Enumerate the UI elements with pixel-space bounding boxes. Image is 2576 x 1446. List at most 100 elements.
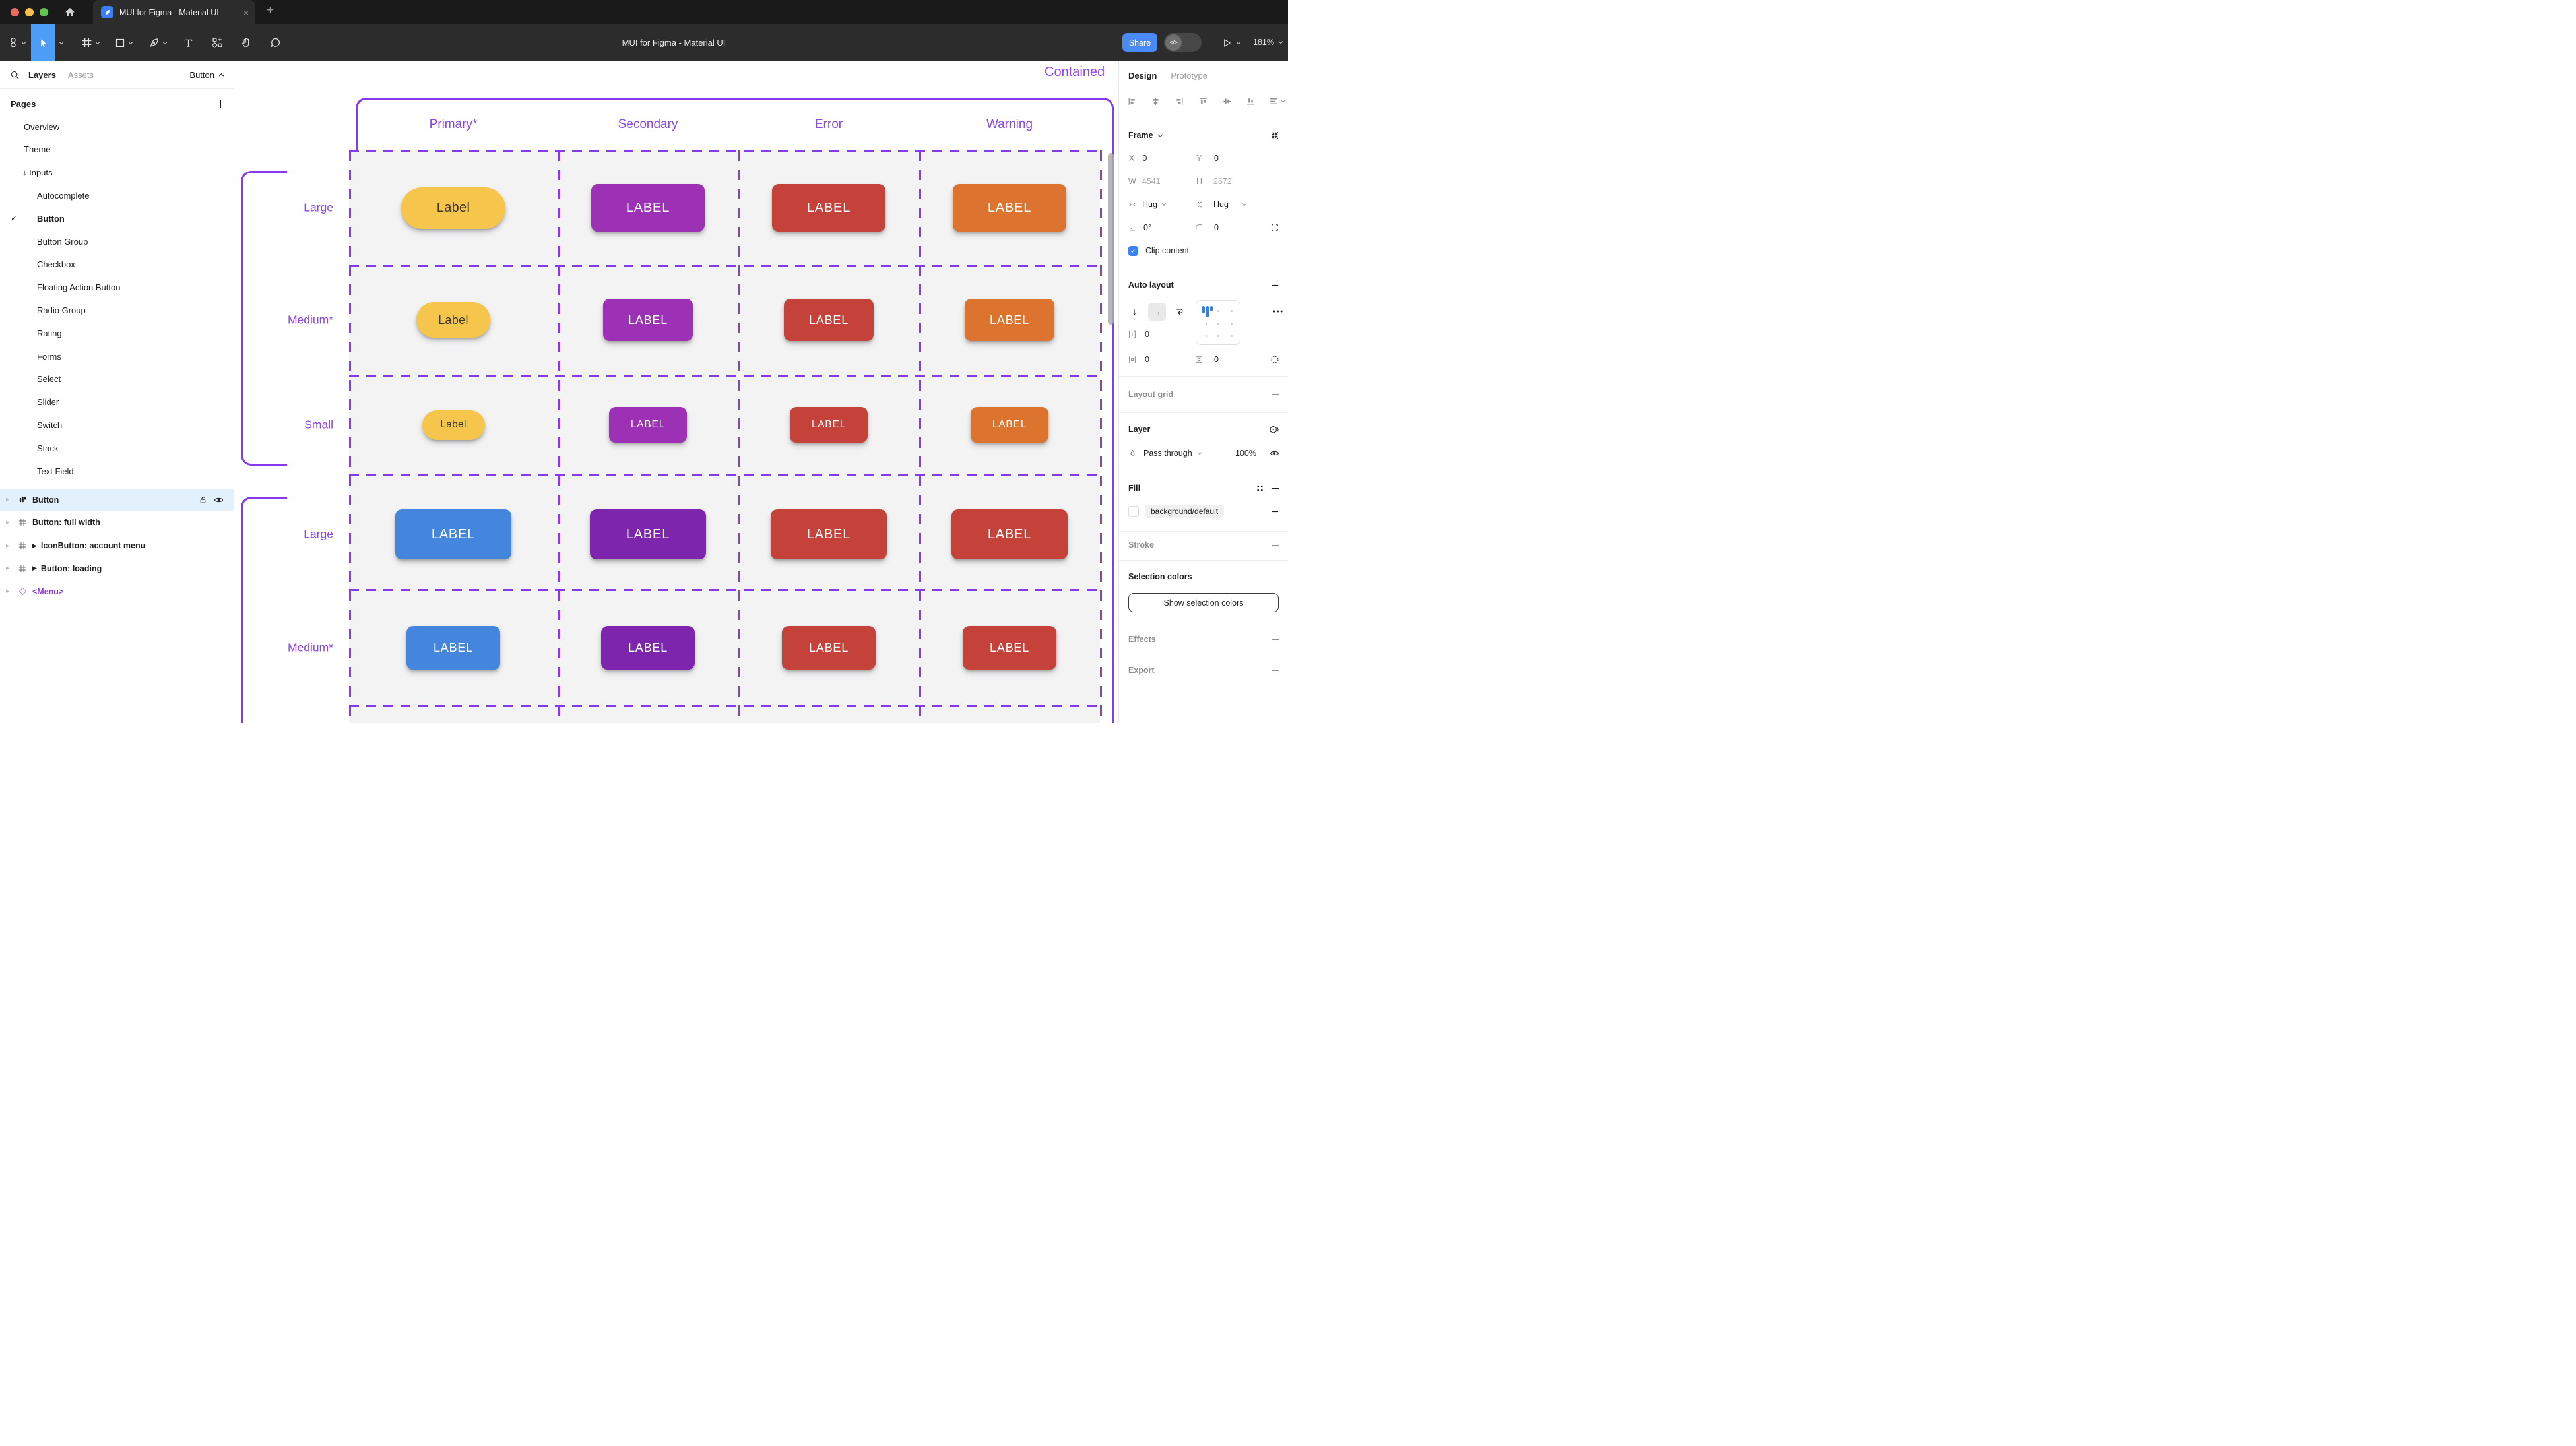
move-tool-button[interactable]: [31, 24, 55, 61]
lock-open-icon[interactable]: [199, 495, 207, 505]
hug-vertical-select[interactable]: Hug: [1213, 200, 1229, 209]
button-variant-r5-c4[interactable]: LABEL: [963, 626, 1056, 670]
window-close-button[interactable]: [11, 8, 19, 16]
search-icon[interactable]: [10, 70, 20, 80]
remove-auto-layout-icon[interactable]: [1271, 281, 1279, 290]
layer-variable-icon[interactable]: [1269, 425, 1279, 435]
layer-row-button[interactable]: ▸Button: [0, 489, 234, 511]
button-variant-r2-c1[interactable]: Label: [416, 302, 490, 338]
hug-horizontal-select[interactable]: Hug: [1142, 200, 1157, 209]
frame-name-label[interactable]: Contained: [1045, 65, 1105, 79]
canvas-scrollbar[interactable]: [1108, 153, 1114, 325]
button-variant-r5-c3[interactable]: LABEL: [782, 626, 876, 670]
show-selection-colors-button[interactable]: Show selection colors: [1128, 593, 1279, 612]
button-variant-r4-c4[interactable]: LABEL: [951, 509, 1068, 559]
layer-row-button-full-width[interactable]: ▸Button: full width: [0, 512, 234, 534]
present-button[interactable]: [1222, 38, 1241, 48]
frame-section-title[interactable]: Frame: [1128, 131, 1153, 140]
gap-input[interactable]: 0: [1145, 330, 1149, 339]
page-item-stack[interactable]: Stack: [0, 437, 234, 459]
button-variant-r3-c4[interactable]: LABEL: [971, 407, 1048, 443]
h-input[interactable]: 2672: [1213, 177, 1232, 186]
button-variant-r3-c1[interactable]: Label: [422, 410, 485, 440]
blend-mode-select[interactable]: Pass through: [1143, 449, 1192, 458]
button-variant-r1-c1[interactable]: Label: [401, 187, 505, 229]
page-item-button-group[interactable]: Button Group: [0, 230, 234, 253]
fill-token-chip[interactable]: background/default: [1145, 505, 1225, 518]
clip-content-checkbox[interactable]: ✓: [1128, 245, 1138, 256]
x-input[interactable]: 0: [1142, 154, 1147, 163]
w-input[interactable]: 4541: [1142, 177, 1161, 186]
align-bottom-icon[interactable]: [1246, 96, 1256, 106]
dev-mode-toggle[interactable]: </>: [1164, 33, 1202, 52]
pen-tool-button[interactable]: [144, 24, 172, 61]
clip-content-row[interactable]: ✓ Clip content: [1119, 243, 1288, 259]
hand-tool-button[interactable]: [236, 24, 256, 61]
add-export-icon[interactable]: [1271, 666, 1279, 675]
page-item-select[interactable]: Select: [0, 368, 234, 391]
window-zoom-button[interactable]: [40, 8, 48, 16]
expand-chevron-icon[interactable]: ▸: [6, 519, 10, 526]
button-variant-r4-c1[interactable]: LABEL: [395, 509, 511, 559]
tab-design[interactable]: Design: [1128, 70, 1157, 80]
expand-chevron-icon[interactable]: ▸: [6, 542, 10, 550]
page-item-floating-action-button[interactable]: Floating Action Button: [0, 276, 234, 299]
alignment-widget[interactable]: [1196, 300, 1240, 345]
button-variant-r4-c3[interactable]: LABEL: [771, 509, 887, 559]
file-tab[interactable]: MUI for Figma - Material UI ×: [93, 0, 255, 24]
page-item-inputs[interactable]: ↓ Inputs: [0, 162, 234, 184]
align-horizontal-center-icon[interactable]: [1151, 96, 1161, 106]
add-stroke-icon[interactable]: [1271, 541, 1279, 550]
tab-layers[interactable]: Layers: [28, 69, 56, 80]
add-effect-icon[interactable]: [1271, 635, 1279, 644]
y-input[interactable]: 0: [1214, 154, 1219, 163]
add-layout-grid-icon[interactable]: [1271, 391, 1279, 399]
align-left-icon[interactable]: [1127, 96, 1137, 106]
opacity-input[interactable]: 100%: [1235, 449, 1256, 458]
page-item-text-field[interactable]: Text Field: [0, 460, 234, 482]
button-variant-r2-c2[interactable]: LABEL: [603, 299, 693, 341]
main-menu-button[interactable]: [5, 24, 29, 61]
layout-vertical-button[interactable]: ↓: [1132, 306, 1137, 317]
tab-prototype[interactable]: Prototype: [1171, 70, 1208, 80]
corner-radius-input[interactable]: 0: [1214, 223, 1219, 232]
expand-chevron-icon[interactable]: ▸: [6, 565, 10, 573]
move-tool-dropdown[interactable]: [57, 24, 66, 61]
button-variant-r3-c3[interactable]: LABEL: [790, 407, 868, 443]
button-variant-r1-c4[interactable]: LABEL: [953, 184, 1066, 232]
layer-visibility-icon[interactable]: [1270, 449, 1279, 457]
expand-chevron-icon[interactable]: ▸: [6, 588, 10, 596]
auto-layout-more-icon[interactable]: [1273, 310, 1283, 313]
add-page-icon[interactable]: [216, 100, 225, 108]
page-item-radio-group[interactable]: Radio Group: [0, 299, 234, 321]
page-item-button[interactable]: ✓Button: [0, 207, 234, 230]
page-item-checkbox[interactable]: Checkbox: [0, 253, 234, 276]
button-variant-r5-c1[interactable]: LABEL: [406, 626, 500, 670]
button-variant-r2-c4[interactable]: LABEL: [965, 299, 1054, 341]
eye-icon[interactable]: [214, 496, 224, 504]
zoom-level-dropdown[interactable]: 181%: [1253, 38, 1283, 47]
layer-row-iconbutton-account-menu[interactable]: ▸▶IconButton: account menu: [0, 535, 234, 557]
horizontal-padding-input[interactable]: 0: [1145, 355, 1149, 364]
align-top-icon[interactable]: [1198, 96, 1208, 106]
align-vertical-center-icon[interactable]: [1222, 96, 1232, 106]
comment-tool-button[interactable]: [265, 24, 285, 61]
button-variant-r2-c3[interactable]: LABEL: [784, 299, 874, 341]
distribute-icon[interactable]: [1269, 96, 1285, 106]
align-right-icon[interactable]: [1175, 96, 1184, 106]
independent-padding-icon[interactable]: [1270, 355, 1279, 364]
rotation-input[interactable]: 0°: [1143, 223, 1151, 232]
vertical-padding-input[interactable]: 0: [1214, 355, 1219, 364]
resize-to-fit-icon[interactable]: [1270, 131, 1279, 140]
layer-row--menu-[interactable]: ▸<Menu>: [0, 581, 234, 602]
button-variant-r1-c2[interactable]: LABEL: [591, 184, 705, 232]
layer-row-button-loading[interactable]: ▸▶Button: loading: [0, 557, 234, 579]
jump-to-component-dropdown[interactable]: Button: [189, 70, 224, 80]
layout-horizontal-button[interactable]: →: [1148, 302, 1166, 321]
fill-styles-icon[interactable]: [1256, 484, 1264, 493]
tab-assets[interactable]: Assets: [67, 69, 94, 80]
page-item-rating[interactable]: Rating: [0, 322, 234, 344]
tab-close-icon[interactable]: ×: [243, 7, 249, 18]
home-icon[interactable]: [64, 6, 76, 18]
